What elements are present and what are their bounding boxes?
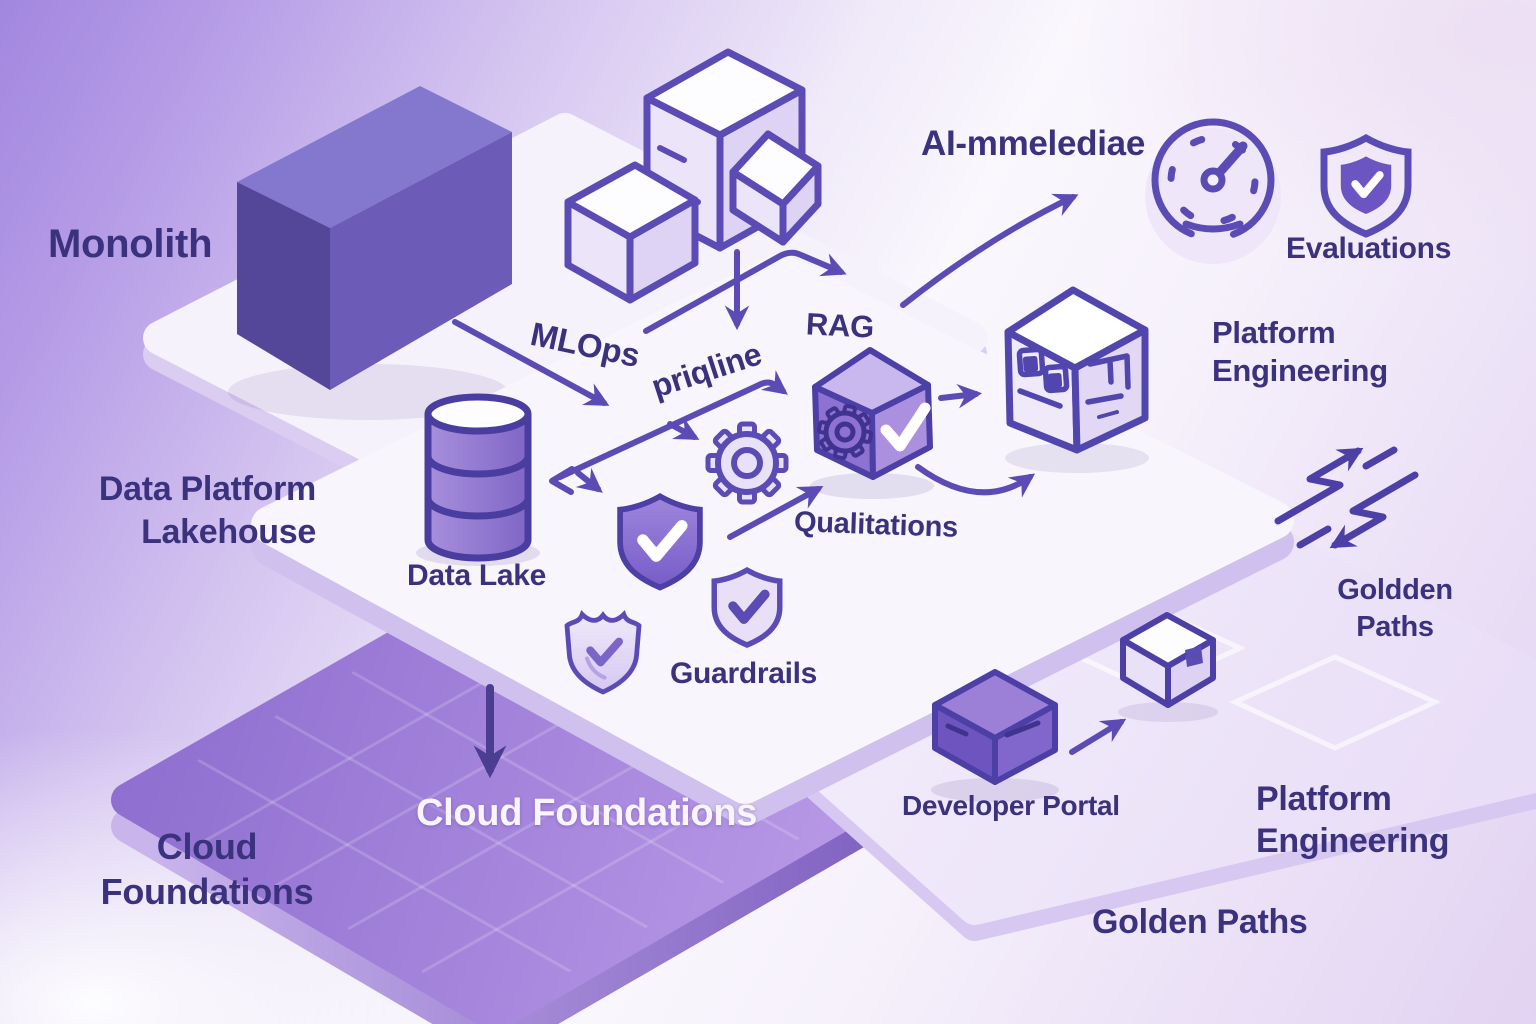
robot-cube-icon	[1004, 286, 1149, 473]
shield-check-filled-icon	[617, 493, 703, 591]
platform-engineering-bottom-label: Platform Engineering	[1256, 778, 1449, 862]
cloud-foundations-platform-label: Cloud Foundations	[416, 792, 758, 834]
golden-paths-icon-line2: Paths	[1356, 611, 1434, 643]
qualitations-label: Qualitations	[793, 506, 959, 544]
ai-heading-label: AI-mmelediae	[921, 124, 1145, 163]
cloud-side-line1: Cloud	[156, 826, 258, 867]
platform-engineering-mid-line1: Platform	[1212, 315, 1336, 350]
cloud-foundations-side-label: Cloud Foundations	[92, 824, 322, 914]
package-mark	[1185, 646, 1203, 667]
arrow-portal-to-cube	[1069, 718, 1127, 755]
shield-check-wavy-icon	[564, 610, 642, 695]
arrow-qualitations	[727, 486, 824, 540]
evaluations-label: Evaluations	[1286, 232, 1452, 265]
gear-icon	[705, 421, 789, 505]
platform-engineering-bottom-line2: Engineering	[1256, 822, 1450, 860]
robot-face	[1016, 346, 1131, 419]
chevron-left	[549, 466, 575, 495]
golden-paths-icon-line1: Goldden	[1337, 574, 1453, 606]
arrow-rag-to-robot	[938, 383, 983, 409]
developer-portal-label: Developer Portal	[902, 790, 1120, 821]
data-lake-label: Data Lake	[407, 559, 547, 592]
arrow-mlops	[452, 319, 610, 406]
monolith-block	[228, 86, 512, 420]
platform-engineering-mid-label: Platform Engineering	[1212, 314, 1388, 390]
guardrails-label: Guardrails	[670, 657, 818, 690]
swap-paths-icon	[1274, 446, 1419, 549]
gauge-dashboard-icon	[1145, 118, 1281, 264]
data-platform-line1: Data Platform	[98, 470, 316, 508]
cube-small-left	[564, 161, 699, 304]
arrow-curve-to-robot	[915, 464, 1036, 498]
package-cube-icon	[1118, 612, 1218, 722]
cube-small-right	[729, 130, 822, 246]
arrow-to-rag	[643, 249, 847, 334]
cloud-side-line2: Foundations	[100, 871, 314, 912]
platform-engineering-mid-line2: Engineering	[1212, 353, 1388, 388]
gear-glyph	[816, 403, 874, 461]
portal-box-icon	[931, 669, 1059, 802]
flow-arrows	[452, 193, 1127, 755]
arrow-to-shield	[575, 467, 603, 493]
data-platform-lakehouse-label: Data Platform Lakehouse	[58, 468, 316, 554]
arrow-branch-gear	[667, 417, 700, 440]
data-platform-line2: Lakehouse	[141, 513, 316, 551]
rag-label: RAG	[805, 306, 875, 345]
cube-gear-check-icon	[810, 347, 934, 499]
shield-verified-icon	[1320, 133, 1412, 238]
platform-engineering-bottom-line1: Platform	[1256, 780, 1392, 818]
database-cylinder-icon	[416, 393, 540, 566]
arrow-to-gauge	[900, 193, 1079, 308]
golden-paths-icon-label: Goldden Paths	[1320, 572, 1470, 646]
arrow-pipeline-bend	[557, 370, 788, 480]
modular-cubes-icon	[564, 48, 822, 304]
shield-check-outline-icon	[711, 566, 783, 648]
check-glyph	[880, 402, 931, 452]
monolith-label: Monolith	[48, 222, 213, 266]
golden-paths-bottom-label: Golden Paths	[1092, 903, 1308, 941]
